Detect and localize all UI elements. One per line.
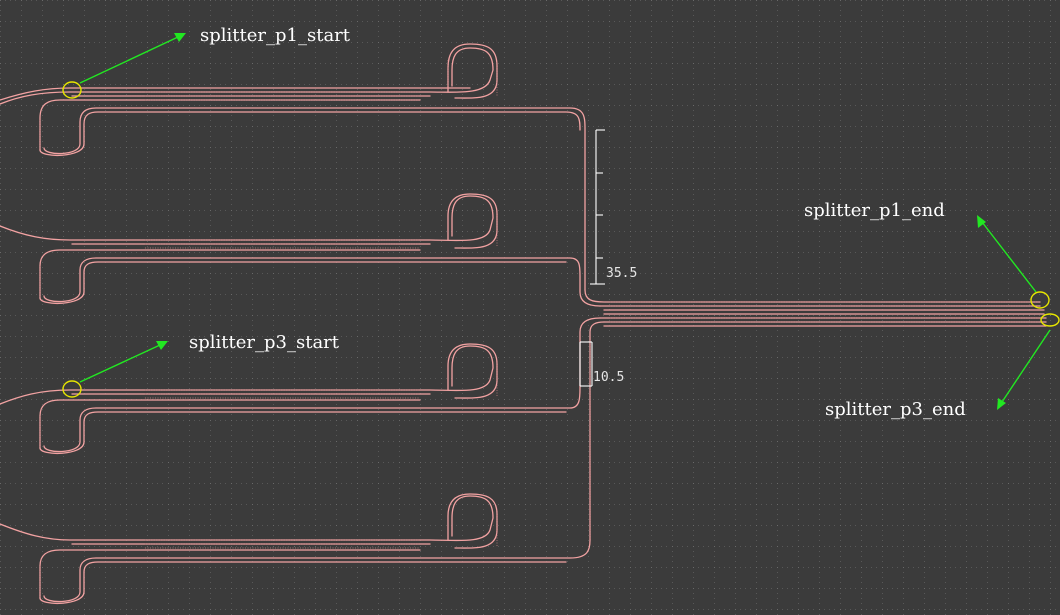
output-bus xyxy=(584,289,1047,327)
arrow-p3-start xyxy=(79,341,168,383)
spiral-unit-1 xyxy=(0,43,586,291)
measurement-lower-label: 10.5 xyxy=(593,370,624,385)
label-splitter-p3-start: splitter_p3_start xyxy=(189,332,340,353)
port-marker-p3-start[interactable] xyxy=(62,380,82,398)
arrow-p1-start xyxy=(79,33,186,84)
ruler-lower: 10.5 xyxy=(579,341,624,387)
measurement-upper-label: 35.5 xyxy=(606,266,637,281)
arrow-p1-end xyxy=(977,215,1037,293)
spiral-unit-3 xyxy=(0,317,601,455)
spiral-unit-4 xyxy=(0,321,605,605)
ruler-upper: 35.5 xyxy=(590,129,637,285)
port-marker-p1-start[interactable] xyxy=(62,81,82,99)
label-splitter-p1-end: splitter_p1_end xyxy=(804,200,945,221)
spiral-unit-2 xyxy=(0,193,601,307)
arrow-p3-end xyxy=(997,329,1051,410)
label-splitter-p1-start: splitter_p1_start xyxy=(200,25,351,46)
label-splitter-p3-end: splitter_p3_end xyxy=(825,399,966,420)
port-marker-p1-end[interactable] xyxy=(1030,291,1050,309)
port-marker-p3-end[interactable] xyxy=(1040,313,1060,327)
